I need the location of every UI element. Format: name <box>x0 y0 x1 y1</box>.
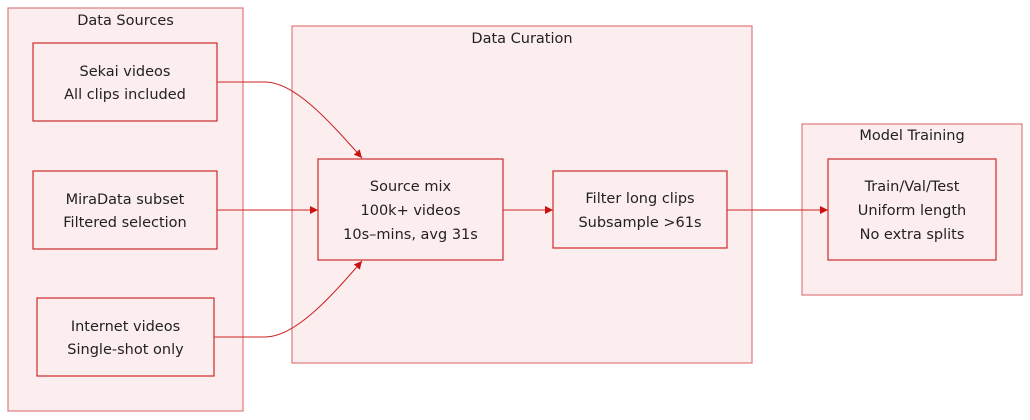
node-label: Subsample >61s <box>578 215 701 231</box>
node-label: Uniform length <box>858 203 966 219</box>
cluster-title: Data Curation <box>471 31 572 47</box>
node-miradata-subset: MiraData subset Filtered selection <box>32 170 218 250</box>
edge-sekai-to-mix <box>217 81 363 159</box>
node-label: Filter long clips <box>585 191 694 207</box>
node-label: No extra splits <box>860 227 965 243</box>
node-train-val-test: Train/Val/Test Uniform length No extra s… <box>827 158 997 261</box>
node-sekai-videos: Sekai videos All clips included <box>32 42 218 122</box>
node-label: All clips included <box>64 87 186 103</box>
node-label: Train/Val/Test <box>864 179 960 195</box>
node-label: Source mix <box>370 179 452 195</box>
node-filter-long-clips: Filter long clips Subsample >61s <box>552 170 728 249</box>
node-internet-videos: Internet videos Single-shot only <box>36 297 215 377</box>
node-label: Filtered selection <box>63 215 187 231</box>
node-label: 10s–mins, avg 31s <box>343 227 478 243</box>
cluster-title: Model Training <box>859 128 964 144</box>
node-label: Internet videos <box>71 319 180 335</box>
node-label: 100k+ videos <box>361 203 461 219</box>
edge-internet-to-mix <box>214 260 363 338</box>
node-source-mix: Source mix 100k+ videos 10s–mins, avg 31… <box>317 158 504 261</box>
node-label: MiraData subset <box>66 192 185 208</box>
node-label: Single-shot only <box>67 342 184 358</box>
node-label: Sekai videos <box>80 64 171 80</box>
edges <box>214 81 828 338</box>
cluster-title: Data Sources <box>77 13 174 29</box>
